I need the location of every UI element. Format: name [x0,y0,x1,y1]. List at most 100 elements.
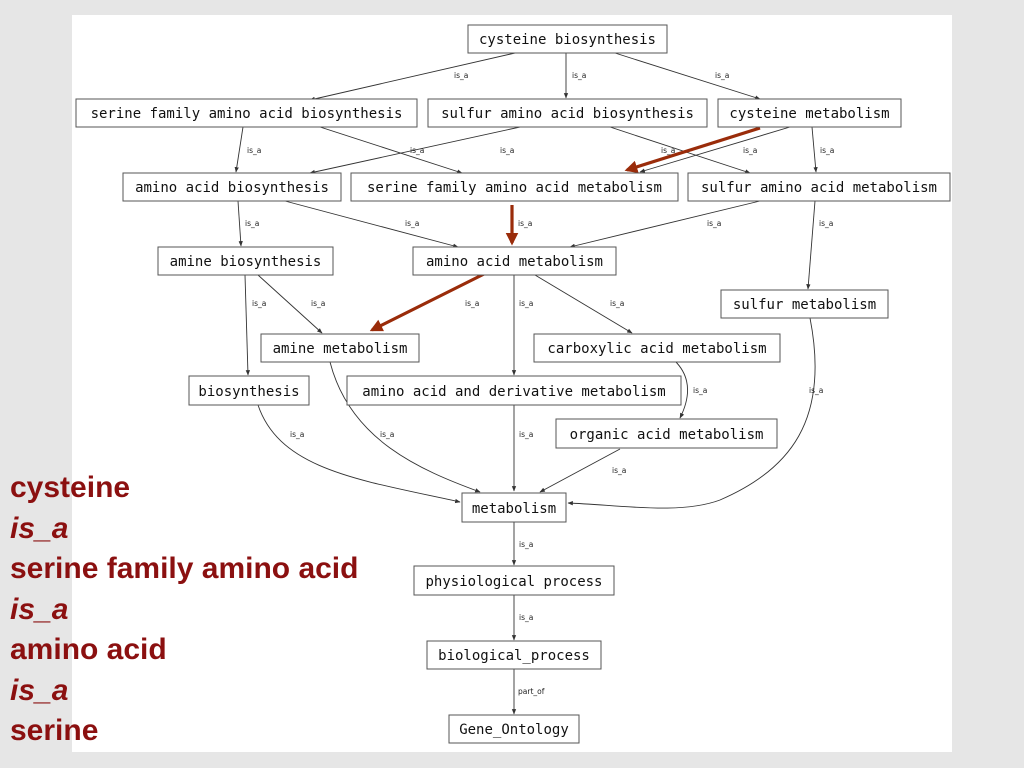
edge-label: is_a [820,146,834,155]
edge-label: is_a [519,430,533,439]
caption-line: amino acid [10,633,167,666]
node-sulfur-amino-acid-metabolism: sulfur amino acid metabolism [687,172,951,202]
edge-saam-aam [569,200,761,248]
caption-line: is_a [10,592,69,626]
edges [234,52,818,715]
node-label: amine biosynthesis [170,254,322,270]
node-label: serine family amino acid metabolism [367,180,662,196]
edge-label: is_a [519,540,533,549]
node-label: metabolism [472,501,556,517]
edge-label: is_a [707,219,721,228]
edge-label: is_a [661,146,675,155]
edge-label: is_a [572,71,586,80]
caption-line: serine family amino acid [10,552,359,585]
edge-label: is_a [465,299,479,308]
node-label: sulfur amino acid metabolism [701,180,937,196]
edge-cb-cm [614,52,761,100]
edge-label: is_a [518,219,532,228]
edge-ab-bio [244,274,251,376]
node-amine-biosynthesis: amine biosynthesis [157,246,334,276]
edge-cm-sfam [639,126,791,173]
node-sulfur-metabolism: sulfur metabolism [720,289,889,319]
edge-label: is_a [500,146,514,155]
node-label: amino acid biosynthesis [135,180,329,196]
edge-label: is_a [715,71,729,80]
highlight-arrow-3 [369,271,487,332]
edge-aab-ab [237,200,243,247]
edge-label: is_a [380,430,394,439]
edge-label: is_a [311,299,325,308]
node-amino-acid-and-derivative-metabolism: amino acid and derivative metabolism [346,375,682,406]
edge-label: is_a [519,613,533,622]
node-amine-metabolism: amine metabolism [260,333,420,363]
edge-cam-oam [674,360,689,419]
edge-label: is_a [819,219,833,228]
edge-label: is_a [252,299,266,308]
edge-sfab-sfam [319,126,463,174]
edge-cm-saam [811,126,818,173]
edge-label: is_a [610,299,624,308]
edge-am-met [329,361,481,493]
node-label: amino acid and derivative metabolism [362,384,665,400]
edge-bio-met [257,404,461,504]
node-serine-family-amino-acid-biosynthesis: serine family amino acid biosynthesis [75,98,418,128]
edge-ab-am [257,274,323,334]
edge-cb-sfab [309,52,516,102]
node-label: amine metabolism [273,341,408,357]
node-amino-acid-biosynthesis: amino acid biosynthesis [122,172,342,202]
edge-label: is_a [405,219,419,228]
node-label: biological_process [438,648,590,664]
edge-label: is_a [693,386,707,395]
edge-saab-aab [309,126,521,175]
edge-saab-saam [609,126,751,174]
caption-text: cysteine is_a serine family amino acid i… [10,468,358,752]
caption-line: serine [10,714,99,747]
caption-line: is_a [10,673,69,707]
node-gene-ontology: Gene_Ontology [448,714,580,744]
node-amino-acid-metabolism: amino acid metabolism [412,246,617,276]
node-label: biosynthesis [198,384,299,400]
edge-label: is_a [247,146,261,155]
edge-oam-met [539,448,621,493]
highlight-arrow-1 [624,126,761,174]
edge-labels: is_a is_a is_a is_a is_a is_a is_a is_a … [245,71,834,696]
edge-label: is_a [410,146,424,155]
node-biosynthesis: biosynthesis [188,375,310,406]
highlighted-path [369,126,761,332]
node-metabolism: metabolism [461,492,567,523]
node-label: cysteine biosynthesis [479,32,656,48]
edge-label: is_a [454,71,468,80]
node-label: organic acid metabolism [570,427,764,443]
edge-aab-aam [284,200,459,248]
node-label: amino acid metabolism [426,254,603,270]
node-label: serine family amino acid biosynthesis [91,106,403,122]
edge-label: is_a [519,299,533,308]
node-carboxylic-acid-metabolism: carboxylic acid metabolism [533,333,781,363]
node-label: physiological process [425,574,602,590]
node-sulfur-amino-acid-biosynthesis: sulfur amino acid biosynthesis [427,98,708,128]
edge-saam-sm [806,200,816,290]
node-label: Gene_Ontology [459,722,569,738]
edge-aam-cam [534,274,633,334]
node-physiological-process: physiological process [413,565,615,596]
node-biological-process: biological_process [426,640,602,670]
node-cysteine-biosynthesis: cysteine biosynthesis [467,24,668,54]
edge-sm-met [567,317,816,509]
node-cysteine-metabolism: cysteine metabolism [717,98,902,128]
node-label: cysteine metabolism [729,106,889,122]
edge-label: is_a [809,386,823,395]
edge-label: part_of [518,687,545,696]
node-label: carboxylic acid metabolism [547,341,766,357]
node-label: sulfur metabolism [733,297,876,313]
node-organic-acid-metabolism: organic acid metabolism [555,418,778,449]
node-serine-family-amino-acid-metabolism: serine family amino acid metabolism [350,172,679,202]
edge-label: is_a [290,430,304,439]
edge-sfab-aab [234,126,244,173]
edge-label: is_a [743,146,757,155]
edge-label: is_a [245,219,259,228]
caption-line: cysteine [10,471,131,504]
node-label: sulfur amino acid biosynthesis [441,106,694,122]
caption-line: is_a [10,511,69,545]
